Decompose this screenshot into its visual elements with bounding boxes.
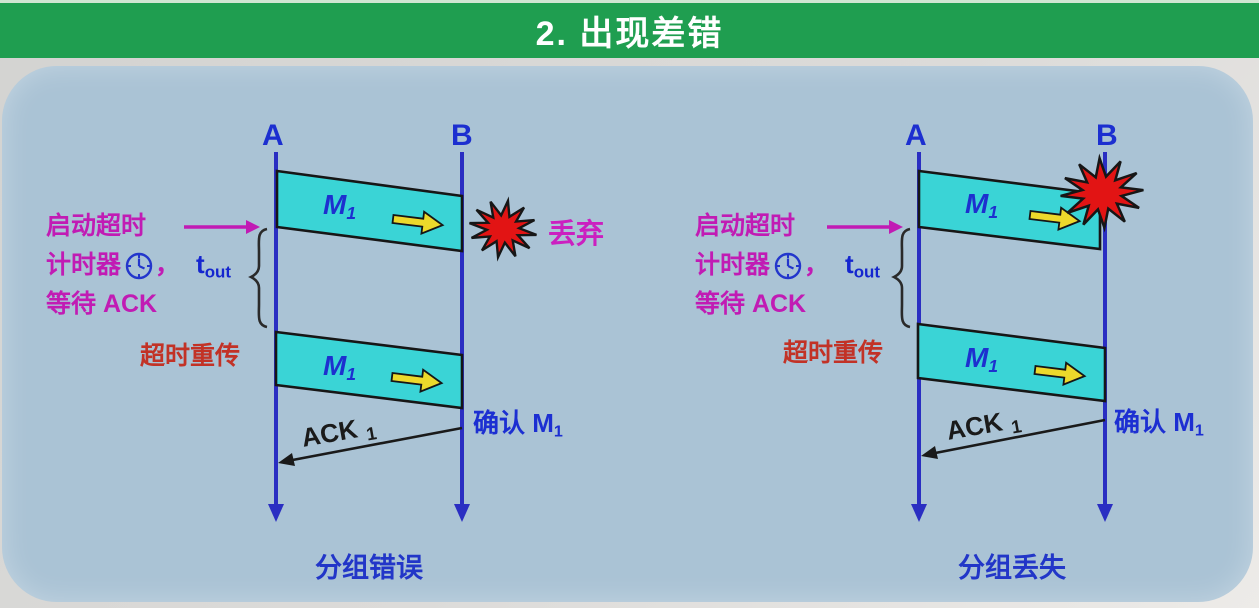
content-panel — [2, 66, 1253, 602]
packet-m1-label: M1 — [323, 189, 356, 223]
timeout-label: tout — [196, 249, 231, 282]
endpoint-b-label: B — [1096, 119, 1118, 152]
packet-m1-label: M1 — [965, 188, 998, 222]
endpoint-a-label: A — [262, 119, 284, 152]
timer-text-line1: 启动超时 — [46, 212, 147, 240]
timer-text-line3: 等待 ACK — [46, 290, 158, 318]
packet-m1-retransmit-label: M1 — [965, 342, 998, 376]
diagram-caption: 分组错误 — [315, 553, 423, 583]
retransmit-label: 超时重传 — [140, 342, 241, 370]
diagram-caption: 分组丢失 — [958, 553, 1066, 583]
timer-text-line1: 启动超时 — [695, 212, 796, 240]
clock-icon — [774, 252, 802, 280]
retransmit-label: 超时重传 — [783, 339, 884, 367]
endpoint-b-label: B — [451, 119, 473, 152]
packet-m1-retransmit-label: M1 — [323, 350, 356, 384]
title-bar: 2. 出现差错 — [0, 0, 1259, 58]
timeout-label: tout — [845, 249, 880, 282]
timer-text-line3: 等待 ACK — [695, 290, 807, 318]
timer-text-line2: 计时器 ， tout — [46, 249, 231, 282]
slide-title: 2. 出现差错 — [535, 15, 724, 53]
endpoint-a-label: A — [905, 119, 927, 152]
confirm-label: 确认 M1 — [473, 408, 563, 441]
clock-icon — [125, 252, 153, 280]
confirm-label: 确认 M1 — [1114, 407, 1204, 440]
discard-label: 丢弃 — [548, 218, 605, 249]
timer-text-line2: 计时器 ， tout — [695, 249, 880, 282]
